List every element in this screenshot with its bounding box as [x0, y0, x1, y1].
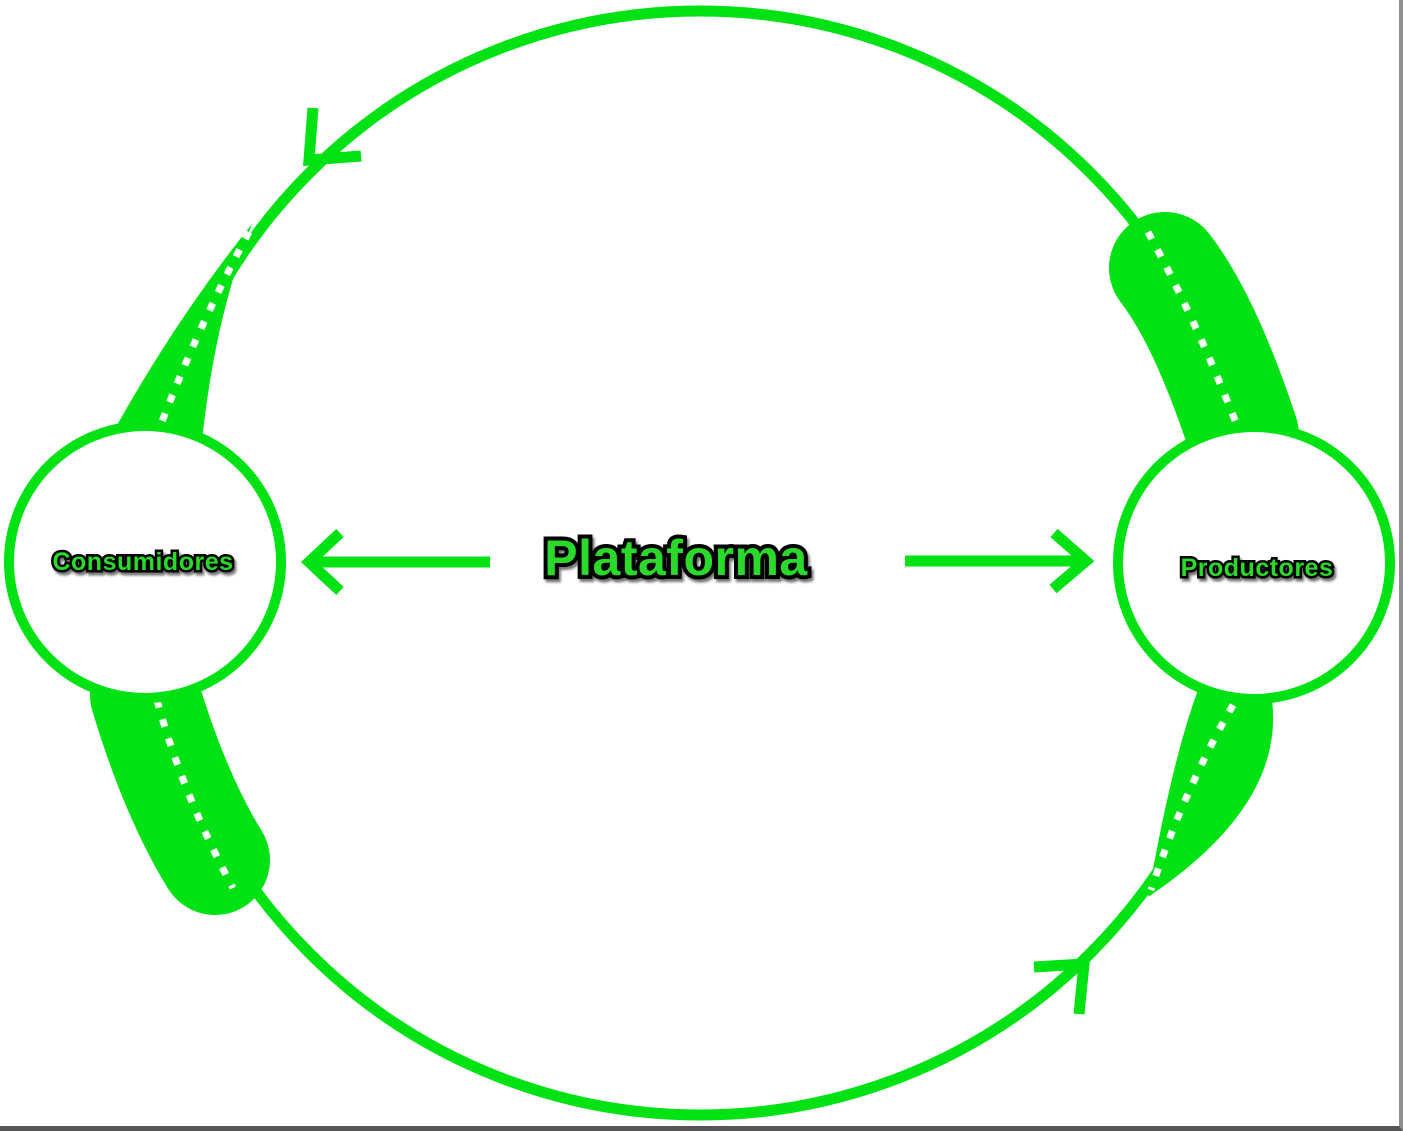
platform-title: Plataforma	[544, 530, 808, 586]
arrow-left-icon	[300, 528, 490, 596]
cycle-arrowhead-top-icon	[303, 107, 362, 166]
cycle-arrowhead-bottom-icon	[1033, 958, 1091, 1015]
arrow-right-icon	[905, 528, 1095, 594]
brush-stroke-bottom-left	[90, 640, 270, 915]
dashed-line-top-right	[1144, 230, 1242, 430]
node-label-productores: Productores	[1181, 554, 1334, 582]
dashed-line-bottom-right	[1147, 703, 1237, 892]
node-circle-productores	[1113, 422, 1395, 704]
node-circle-consumidores	[4, 421, 286, 703]
dashed-line-bottom-left	[153, 699, 237, 890]
node-label-consumidores: Consumidores	[52, 548, 233, 576]
